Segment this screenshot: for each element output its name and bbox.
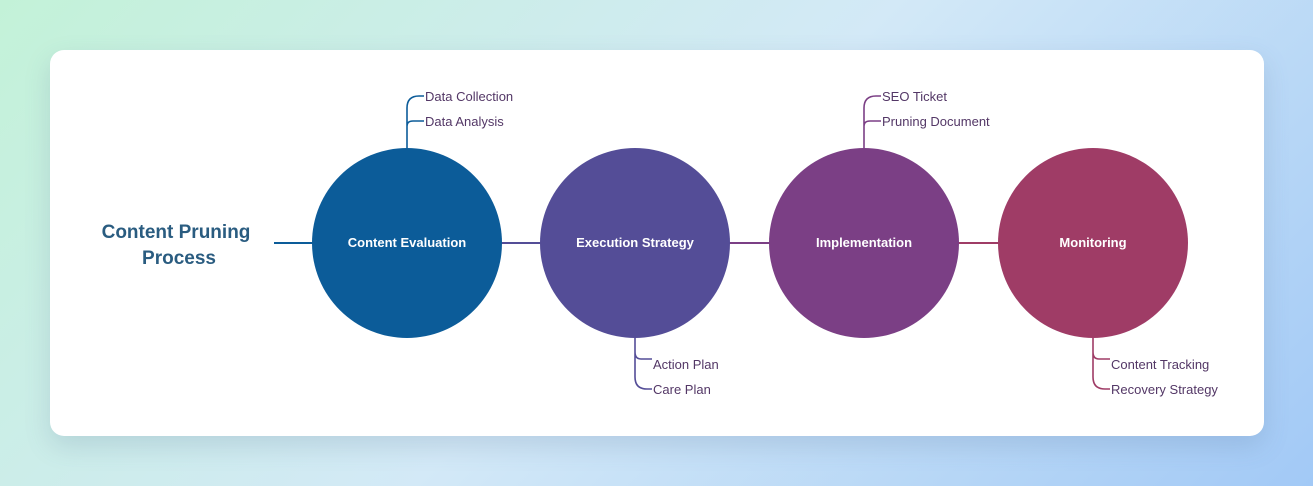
- branch-connector: [863, 95, 881, 148]
- branch-label-data-collection: Data Collection: [425, 89, 513, 104]
- branch-label-pruning-document: Pruning Document: [882, 114, 990, 129]
- node-circle: [769, 148, 959, 338]
- node-monitoring: Monitoring Content Tracking Recovery Str…: [998, 148, 1218, 397]
- node-circle: [540, 148, 730, 338]
- process-diagram: Content Pruning Process Content Evaluati…: [102, 89, 1219, 397]
- branch-label-content-tracking: Content Tracking: [1111, 357, 1209, 372]
- diagram-title-line-1: Content Pruning: [102, 222, 251, 243]
- node-content-evaluation: Content Evaluation Data Collection Data …: [312, 89, 513, 338]
- node-circle: [998, 148, 1188, 338]
- node-label: Implementation: [816, 235, 912, 250]
- node-label: Execution Strategy: [576, 235, 695, 250]
- node-execution-strategy: Execution Strategy Action Plan Care Plan: [540, 148, 730, 397]
- diagram-title-line-2: Process: [142, 248, 216, 269]
- node-label: Content Evaluation: [348, 235, 467, 250]
- diagram-card: Content Pruning Process Content Evaluati…: [50, 50, 1264, 436]
- branch-label-seo-ticket: SEO Ticket: [882, 89, 947, 104]
- branch-label-data-analysis: Data Analysis: [425, 114, 504, 129]
- branch-label-action-plan: Action Plan: [653, 357, 719, 372]
- branch-label-care-plan: Care Plan: [653, 382, 711, 397]
- node-circle: [312, 148, 502, 338]
- node-label: Monitoring: [1059, 235, 1126, 250]
- branch-connector: [406, 95, 424, 148]
- node-implementation: Implementation SEO Ticket Pruning Docume…: [769, 89, 990, 338]
- branch-label-recovery-strategy: Recovery Strategy: [1111, 382, 1218, 397]
- branch-connector: [634, 338, 652, 390]
- branch-connector: [1092, 338, 1110, 390]
